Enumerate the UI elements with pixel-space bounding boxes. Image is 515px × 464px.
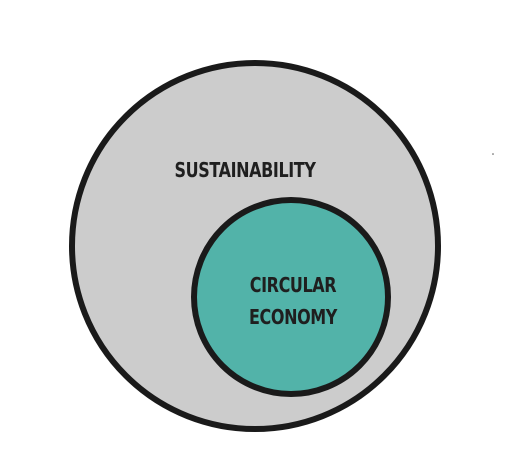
circular-economy-label-line-1: CIRCULAR [250,274,337,297]
sustainability-label: SUSTAINABILITY [174,159,316,182]
stray-dot [492,153,494,155]
circular-economy-label-line-2: ECONOMY [249,306,338,329]
circular-economy-circle [191,197,391,397]
